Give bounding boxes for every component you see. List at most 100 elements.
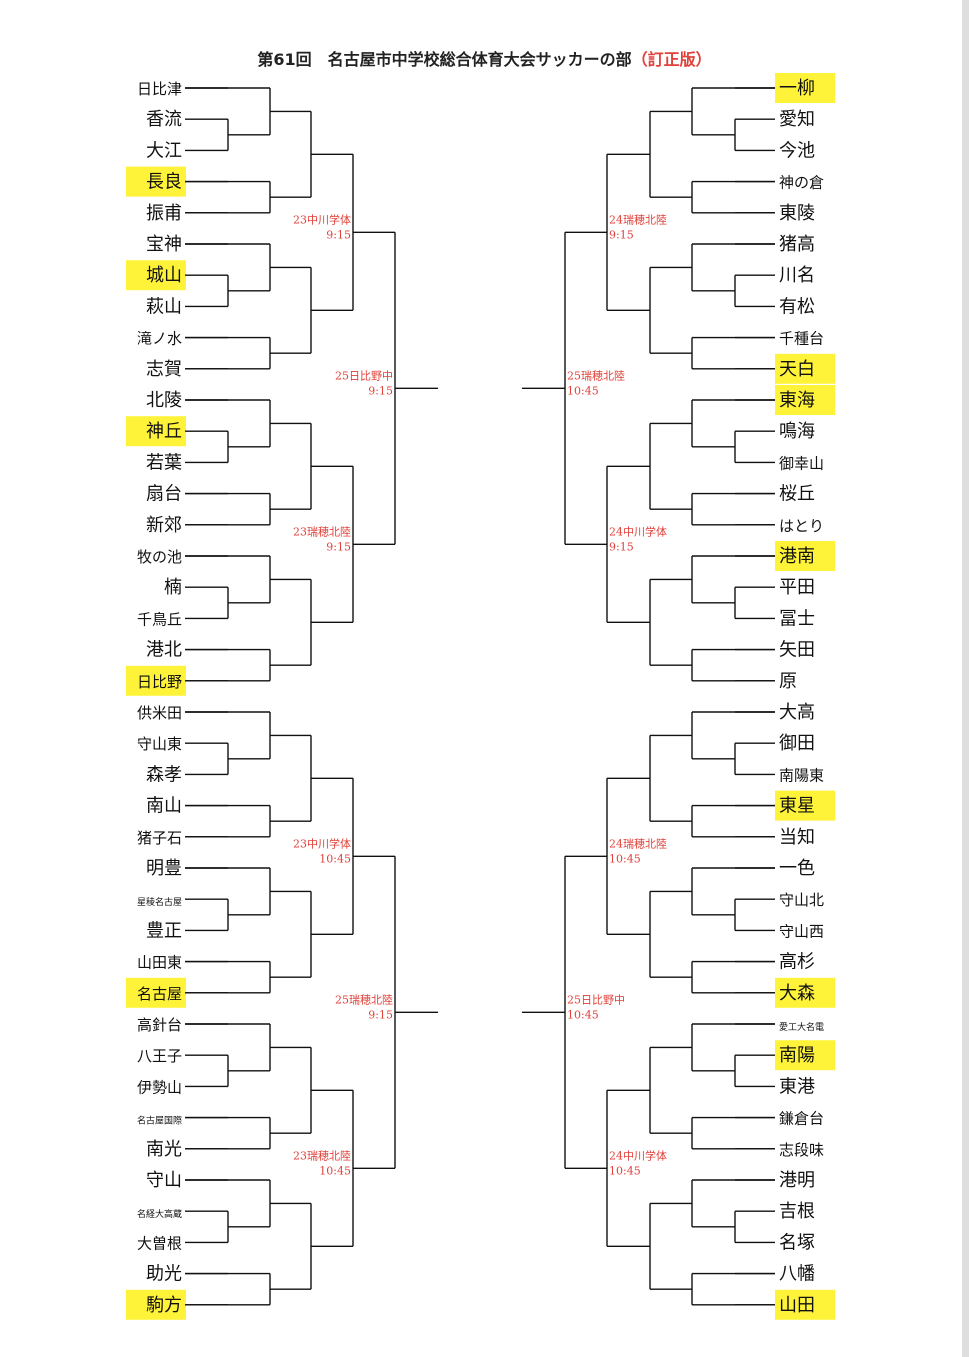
team-name: 伊勢山 — [137, 1078, 182, 1096]
team-name: 山田東 — [137, 954, 182, 972]
team-name: 東陵 — [779, 203, 815, 224]
team-name: 港北 — [146, 640, 182, 661]
match-venue: 24瑞穂北陸 — [609, 212, 667, 226]
team-name: 冨士 — [779, 608, 815, 629]
highlight-box — [126, 1289, 186, 1320]
match-venue: 23中川学体 — [293, 836, 351, 850]
match-venue: 23瑞穂北陸 — [293, 524, 351, 538]
highlight-box — [775, 790, 835, 821]
team-name: 大曽根 — [137, 1234, 182, 1252]
team-name: 守山西 — [779, 922, 824, 940]
team-name: 楠 — [164, 577, 182, 598]
team-name: 猪子石 — [137, 829, 182, 847]
team-name: 一柳 — [779, 78, 815, 99]
team-name: 大高 — [779, 702, 815, 723]
match-time: 10:45 — [319, 852, 351, 865]
team-name: 北陵 — [146, 390, 182, 411]
highlight-box — [775, 1289, 835, 1320]
team-name: 高杉 — [779, 952, 815, 973]
highlight-box — [126, 665, 186, 696]
team-name: 森孝 — [146, 764, 182, 785]
team-name: 守山 — [146, 1170, 182, 1191]
team-name: 名古屋 — [137, 985, 182, 1003]
match-venue: 24中川学体 — [609, 1148, 667, 1162]
highlight-box — [775, 1040, 835, 1071]
team-name: 川名 — [779, 265, 815, 286]
team-name: 星稜名古屋 — [137, 896, 182, 908]
team-name: 南光 — [146, 1139, 182, 1160]
team-name: 矢田 — [779, 640, 815, 661]
team-name: 南陽東 — [779, 766, 824, 784]
team-name: 港明 — [779, 1170, 815, 1191]
scan-edge — [962, 0, 969, 1357]
match-venue: 23瑞穂北陸 — [293, 1148, 351, 1162]
team-name: 神の倉 — [779, 174, 824, 192]
team-name: 長良 — [146, 172, 182, 193]
team-name: 志賀 — [146, 359, 182, 380]
team-name: 守山北 — [779, 891, 824, 909]
team-name: 名経大高蔵 — [137, 1208, 182, 1220]
team-name: 御幸山 — [779, 454, 824, 472]
highlight-box — [126, 166, 186, 197]
highlight-box — [775, 73, 835, 103]
match-time: 9:15 — [368, 384, 393, 397]
team-name: 日比津 — [137, 80, 182, 98]
match-venue: 24中川学体 — [609, 524, 667, 538]
team-name: 鳴海 — [779, 421, 815, 442]
team-name: 平田 — [779, 577, 815, 598]
highlight-box — [126, 416, 186, 447]
team-name: 若葉 — [146, 452, 182, 473]
team-name: 山田 — [779, 1295, 815, 1316]
team-name: 駒方 — [146, 1295, 182, 1316]
team-name: 大江 — [146, 140, 182, 161]
team-name: 助光 — [146, 1264, 182, 1285]
team-name: 神丘 — [146, 421, 182, 442]
match-venue: 23中川学体 — [293, 212, 351, 226]
team-name: 吉根 — [779, 1201, 815, 1222]
team-name: 原 — [779, 671, 797, 692]
team-name: 振甫 — [146, 203, 182, 224]
team-name: 志段味 — [779, 1141, 824, 1159]
match-time: 10:45 — [567, 1008, 599, 1021]
team-name: 牧の池 — [137, 548, 182, 566]
match-time: 10:45 — [319, 1164, 351, 1177]
team-name: 今池 — [779, 140, 815, 161]
team-name: 豊正 — [146, 920, 182, 941]
team-name: 高針台 — [137, 1016, 182, 1034]
team-name: 千種台 — [779, 330, 824, 348]
team-name: 御田 — [779, 733, 815, 754]
match-time: 10:45 — [609, 1164, 641, 1177]
team-name: 南陽 — [779, 1045, 815, 1066]
team-name: 東星 — [779, 796, 815, 817]
team-name: 日比野 — [137, 673, 182, 691]
team-name: 一色 — [779, 858, 815, 879]
team-name: 当知 — [779, 827, 815, 848]
match-venue: 25日比野中 — [335, 369, 393, 382]
match-time: 10:45 — [609, 852, 641, 865]
team-name: 供米田 — [137, 704, 182, 722]
team-name: 愛工大名電 — [779, 1021, 824, 1033]
match-venue: 25瑞穂北陸 — [567, 368, 625, 382]
highlight-box — [126, 260, 186, 291]
page-title: 第61回 名古屋市中学校総合体育大会サッカーの部（訂正版） — [0, 46, 969, 70]
match-venue: 25瑞穂北陸 — [335, 992, 393, 1006]
team-name: 八王子 — [137, 1047, 182, 1065]
team-name: 愛知 — [779, 109, 815, 130]
team-name: 東海 — [779, 390, 815, 411]
highlight-box — [775, 977, 835, 1008]
match-time: 9:15 — [609, 228, 634, 241]
team-name: 香流 — [146, 109, 182, 130]
highlight-box — [775, 385, 835, 415]
match-venue: 24瑞穂北陸 — [609, 836, 667, 850]
team-name: 新郊 — [146, 515, 182, 536]
team-name: 名古屋国際 — [137, 1115, 182, 1127]
highlight-box — [126, 977, 186, 1008]
team-name: 東港 — [779, 1076, 815, 1097]
team-name: 城山 — [146, 265, 182, 286]
highlight-box — [775, 541, 835, 571]
team-name: はとり — [779, 517, 824, 535]
match-time: 10:45 — [567, 384, 599, 397]
team-name: 守山東 — [137, 735, 182, 753]
team-name: 名塚 — [779, 1232, 815, 1253]
team-name: 鎌倉台 — [779, 1110, 824, 1128]
